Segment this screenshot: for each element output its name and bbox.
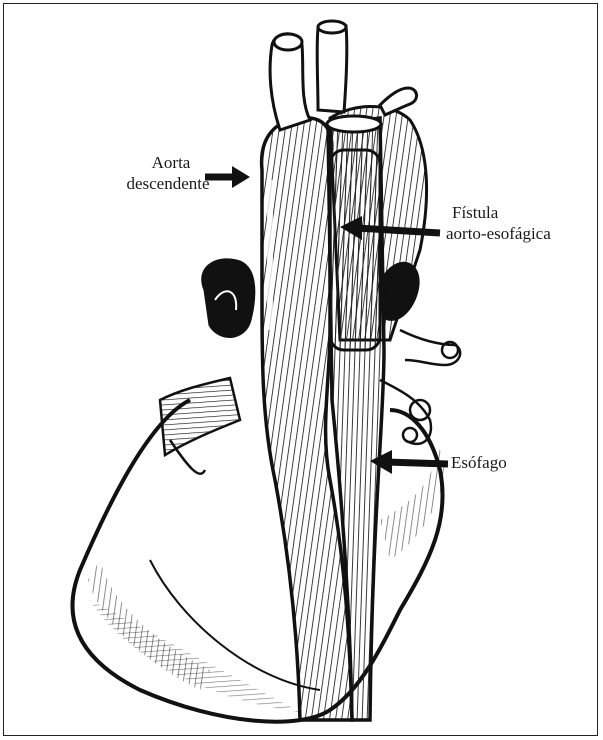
arrow-aorta <box>205 166 250 188</box>
heart-ventricle <box>73 400 445 722</box>
label-fistula-line1: Fístula <box>446 202 551 223</box>
label-aorta-line1: Aorta <box>131 152 211 173</box>
label-aorta-line2: descendente <box>125 173 211 194</box>
label-fistula-aorto-esofagica: Fístula aorto-esofágica <box>446 202 551 244</box>
label-fistula-line2: aorto-esofágica <box>446 223 551 244</box>
label-aorta-descendente: Aorta descendente <box>131 152 211 194</box>
label-esofago: Esófago <box>451 452 507 473</box>
